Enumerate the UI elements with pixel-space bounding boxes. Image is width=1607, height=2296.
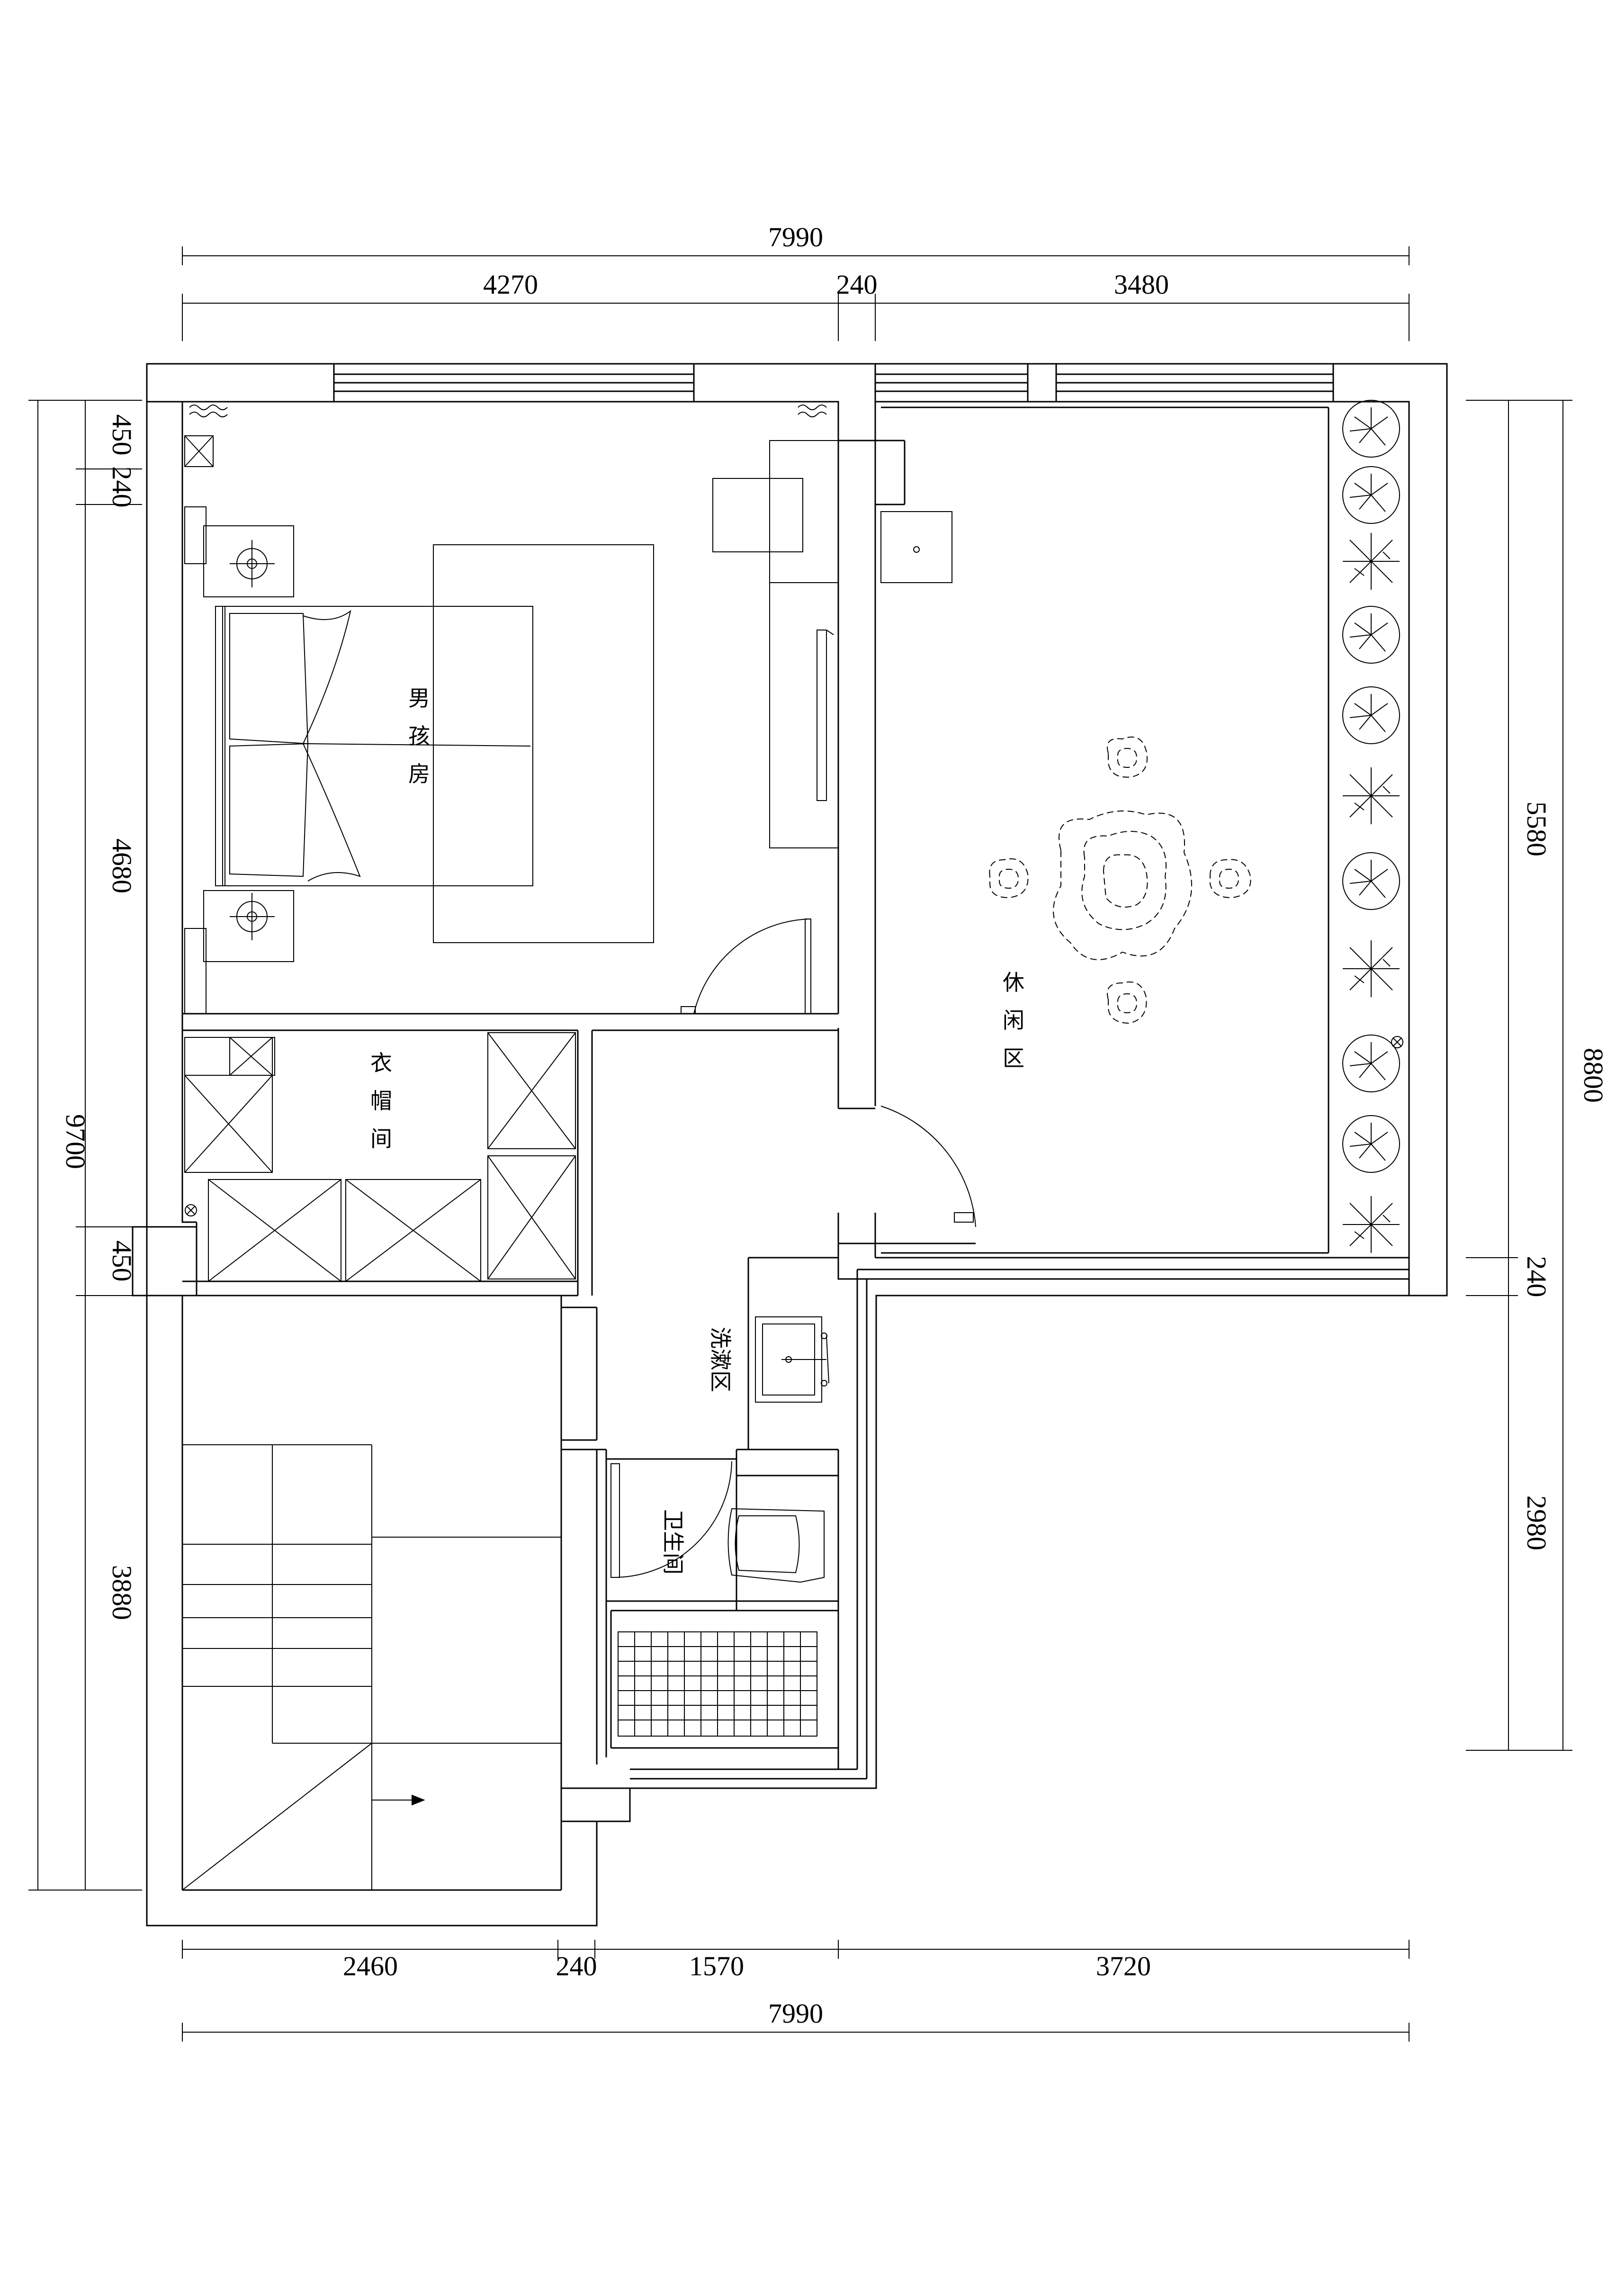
staircase [182, 1444, 561, 1891]
plant-icon [1342, 1035, 1400, 1092]
plants-column [1342, 400, 1400, 1253]
dimension-labels: 7990 4270 240 3480 2460 240 1570 3720 79… [60, 222, 1607, 2029]
label-bathroom: 卫生间 [660, 1509, 686, 1575]
label-boys-room: 男孩房 [408, 685, 430, 787]
dim-left-3880: 3880 [107, 1565, 137, 1620]
dim-right-5580: 5580 [1521, 801, 1552, 856]
dim-right-240: 240 [1521, 1256, 1552, 1297]
plant-icon [1342, 686, 1400, 744]
plant-icon [1343, 533, 1400, 590]
label-wash: 洗漱区 [708, 1327, 733, 1392]
dim-right-2980: 2980 [1521, 1495, 1552, 1550]
plant-icon [1342, 852, 1400, 910]
plant-icon [1342, 1115, 1400, 1173]
walls [132, 363, 1448, 1927]
plant-icon [1343, 1196, 1400, 1253]
dim-bottom-3: 1570 [689, 1951, 744, 1981]
dim-left-450-top: 450 [107, 414, 137, 456]
dimension-lines [28, 246, 1572, 2042]
dim-left-total: 9700 [60, 1114, 91, 1169]
plant-icon [1343, 940, 1400, 997]
shower-tiles [618, 1632, 817, 1736]
dim-bottom-2: 240 [556, 1951, 597, 1981]
room-labels: 男孩房 衣帽间 休闲区 洗漱区 卫生间 [370, 685, 1024, 1575]
dim-right-total: 8800 [1578, 1048, 1607, 1103]
label-leisure: 休闲区 [1003, 970, 1024, 1071]
wardrobe-furniture [184, 1032, 576, 1282]
leisure-furniture [880, 511, 1403, 1227]
dim-bottom-4: 3720 [1096, 1951, 1151, 1981]
dim-left-4680: 4680 [107, 838, 137, 893]
plant-icon [1342, 606, 1400, 664]
dim-left-240: 240 [107, 467, 137, 508]
dim-top-mid: 240 [836, 269, 878, 300]
dim-bottom-1: 2460 [343, 1951, 398, 1981]
plant-icon [1342, 466, 1400, 524]
dim-top-total: 7990 [768, 222, 823, 252]
plant-icon [1342, 400, 1400, 458]
bedroom-furniture [184, 405, 839, 1014]
plant-icon [1343, 767, 1400, 824]
label-wardrobe: 衣帽间 [370, 1050, 392, 1152]
dim-top-left: 4270 [483, 269, 538, 300]
dim-top-right: 3480 [1114, 269, 1169, 300]
stair-arrow-icon [412, 1794, 425, 1806]
dim-bottom-total: 7990 [768, 1998, 823, 2029]
